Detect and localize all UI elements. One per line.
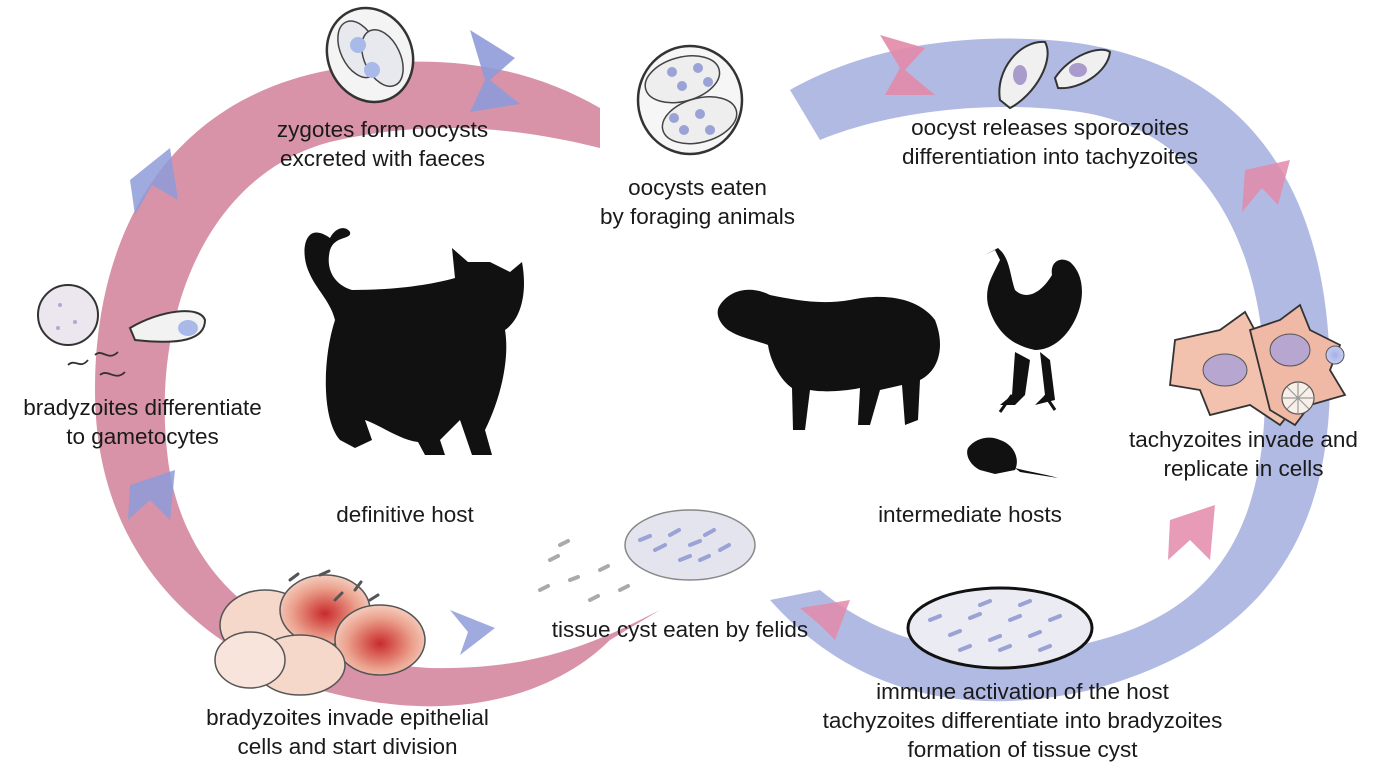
sporozoites-line-1: oocyst releases sporozoites bbox=[911, 115, 1189, 140]
immune-line-1: immune activation of the host bbox=[876, 679, 1169, 704]
zygotes-label-line-2: excreted with faeces bbox=[279, 146, 486, 171]
sporozoites-label: oocyst releases sporozoites differentiat… bbox=[860, 113, 1240, 171]
epithelial-line-1: bradyzoites invade epithelial bbox=[206, 705, 489, 730]
tissue-cyst-eaten-text: tissue cyst eaten by felids bbox=[551, 617, 809, 642]
arrow-head-bottom-right bbox=[800, 600, 850, 640]
epithelial-line-2: cells and start division bbox=[237, 734, 458, 759]
chicken-legs bbox=[998, 394, 1057, 413]
arrow-head-left-upper bbox=[130, 148, 178, 215]
oocyst-icon bbox=[325, 6, 415, 104]
epithelial-cells-icon bbox=[214, 569, 426, 696]
arrow-head-top-left bbox=[470, 30, 520, 112]
gametocytes-label: bradyzoites differentiate to gametocytes bbox=[0, 393, 285, 451]
epithelial-label: bradyzoites invade epithelial cells and … bbox=[165, 703, 530, 761]
definitive-host-cycle-ring bbox=[95, 30, 660, 707]
oocysts-eaten-line-1: oocysts eaten bbox=[628, 175, 767, 200]
zygotes-label-line-1: zygotes form oocysts bbox=[276, 117, 489, 142]
sporozoites-icon bbox=[998, 40, 1112, 110]
tachyzoites-invade-line-2: replicate in cells bbox=[1163, 456, 1324, 481]
arrow-head-left-lower bbox=[128, 470, 175, 520]
gametocytes-line-2: to gametocytes bbox=[66, 424, 219, 449]
pink-ring-band bbox=[95, 61, 660, 707]
sporulated-oocyst-icon bbox=[636, 44, 744, 156]
intermediate-host-cycle-ring bbox=[770, 35, 1330, 702]
intermediate-hosts-label: intermediate hosts bbox=[850, 500, 1090, 529]
chicken-silhouette bbox=[985, 248, 1082, 405]
arrow-head-right-lower bbox=[1168, 505, 1215, 560]
immune-label: immune activation of the host tachyzoite… bbox=[770, 677, 1275, 764]
arrow-head-right-upper bbox=[1242, 160, 1290, 212]
infected-cells-icon bbox=[1169, 303, 1347, 427]
tissue-cyst-host-icon bbox=[906, 586, 1094, 670]
mouse-silhouette bbox=[967, 437, 1058, 478]
tissue-cyst-eaten-label: tissue cyst eaten by felids bbox=[520, 615, 840, 644]
oocysts-eaten-line-2: by foraging animals bbox=[599, 204, 796, 229]
arrow-head-bottom-left bbox=[450, 610, 495, 655]
sheep-silhouette bbox=[717, 289, 940, 430]
definitive-host-text: definitive host bbox=[336, 502, 474, 527]
blue-ring-band bbox=[770, 38, 1330, 702]
oocysts-eaten-label: oocysts eaten by foraging animals bbox=[570, 173, 825, 231]
immune-line-2: tachyzoites differentiate into bradyzoit… bbox=[822, 708, 1223, 733]
cat-silhouette bbox=[304, 228, 525, 455]
zygotes-label: zygotes form oocysts excreted with faece… bbox=[250, 115, 515, 173]
gametocytes-line-1: bradyzoites differentiate bbox=[23, 395, 262, 420]
sporozoites-line-2: differentiation into tachyzoites bbox=[901, 144, 1198, 169]
tachyzoites-invade-line-1: tachyzoites invade and bbox=[1129, 427, 1358, 452]
tissue-cyst-icon bbox=[538, 509, 756, 602]
gametocytes-icon bbox=[37, 284, 207, 377]
immune-line-3: formation of tissue cyst bbox=[907, 737, 1138, 762]
definitive-host-label: definitive host bbox=[305, 500, 505, 529]
arrow-head-top-right bbox=[880, 35, 935, 95]
tachyzoites-invade-label: tachyzoites invade and replicate in cell… bbox=[1105, 425, 1382, 483]
intermediate-hosts-text: intermediate hosts bbox=[878, 502, 1062, 527]
